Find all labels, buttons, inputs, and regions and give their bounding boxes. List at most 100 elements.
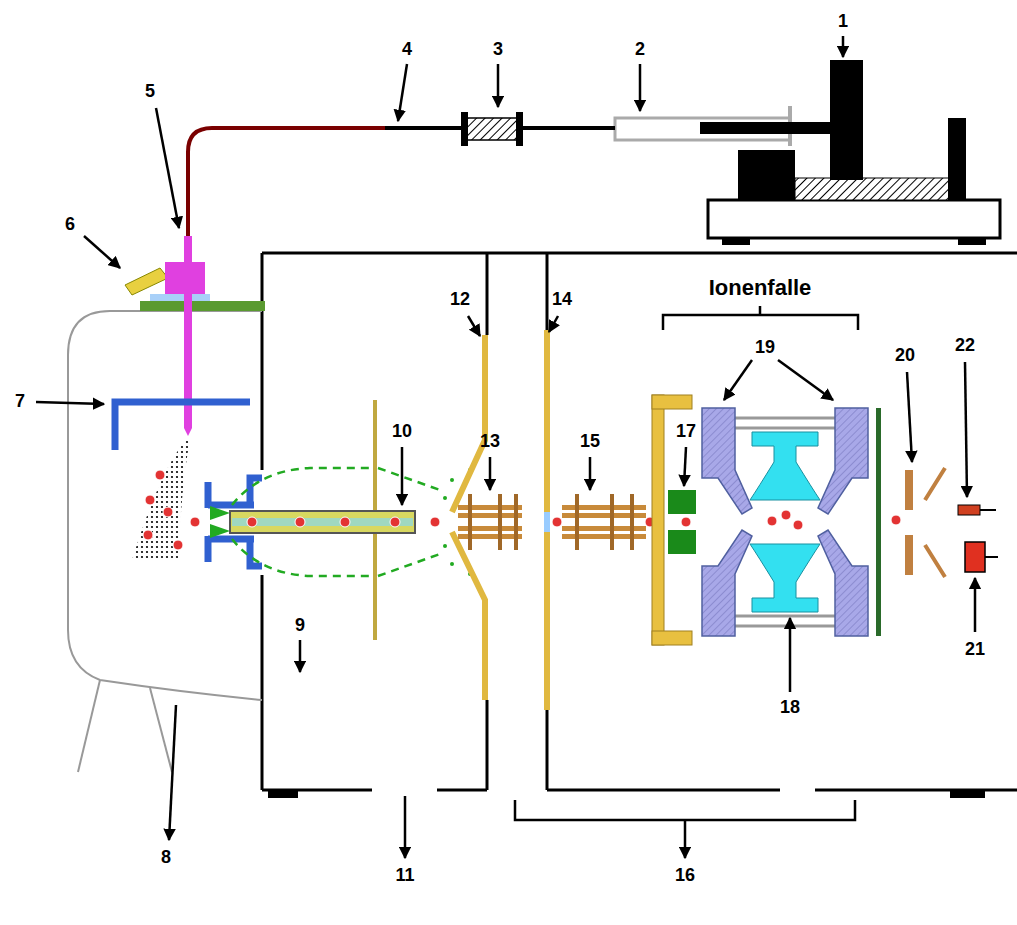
trap-rods: [735, 417, 835, 420]
dynode-element: [958, 505, 996, 515]
callout-number: 14: [552, 290, 572, 310]
gas-flow: [378, 468, 440, 490]
leader-arrow: [36, 36, 975, 858]
callout-number: 21: [965, 640, 985, 660]
spray-needle: [184, 236, 192, 436]
callout-number: 8: [161, 848, 171, 868]
gas-dots: [443, 544, 447, 548]
octopole: [458, 526, 522, 531]
end-cap: [818, 530, 868, 636]
entrance-cone: [210, 524, 230, 538]
vacuum-housing: [486, 700, 489, 790]
entrance-cone: [210, 506, 230, 520]
housing-feet: [268, 790, 985, 798]
leader-arrow: [549, 316, 558, 332]
conversion-dynode: [905, 470, 913, 510]
callout-number: 15: [580, 432, 600, 452]
syringe: [615, 60, 863, 180]
entrance-lens: [668, 530, 696, 554]
trapped-ions: [781, 510, 791, 520]
leader-arrow: [724, 360, 752, 400]
callout-number: 5: [145, 82, 155, 102]
trap-bracket: [663, 306, 858, 330]
skimmer: [452, 532, 485, 700]
octopole: [610, 494, 614, 550]
lens-plate: [544, 330, 550, 512]
housing-feet: [268, 790, 298, 798]
vacuum-housing: [815, 789, 1017, 792]
housing-feet: [950, 790, 985, 798]
entrance-cone: [210, 506, 230, 538]
leader-arrow: [404, 796, 407, 858]
gas-flow: [232, 539, 372, 576]
heated-capillary: [390, 517, 400, 527]
leader-arrow: [489, 457, 492, 490]
electron-multiplier: [965, 542, 998, 572]
trap-rods: [735, 418, 835, 626]
end-cap: [818, 408, 868, 514]
callout-number: 4: [402, 40, 412, 60]
gas-flow: [378, 554, 440, 576]
vacuum-housing: [546, 710, 549, 790]
callout-number: 9: [295, 616, 305, 636]
octopole: [514, 494, 518, 550]
octopole: [552, 494, 655, 550]
callout-number: 19: [755, 338, 775, 358]
capillary-tubing: [188, 128, 385, 236]
heated-capillary: [430, 517, 440, 527]
vacuum-housing: [486, 253, 489, 335]
leader-arrow: [684, 820, 687, 858]
spray-needle: [125, 268, 168, 295]
callout-number: 3: [493, 40, 503, 60]
syringe: [830, 60, 863, 180]
callout-number: 12: [450, 290, 470, 310]
syringe: [700, 122, 832, 134]
vacuum-housing: [546, 253, 549, 330]
leader-arrow: [589, 457, 592, 490]
entrance-lens: [668, 490, 696, 554]
callout-number: 22: [955, 336, 975, 356]
leader-arrow: [842, 36, 845, 57]
syringe-pump: [795, 178, 950, 200]
ion-source-housing: [150, 688, 172, 772]
octopole: [458, 494, 522, 550]
leader-arrow: [684, 447, 686, 486]
leader-arrow: [84, 236, 120, 268]
ion-source-housing: [78, 680, 100, 772]
syringe-pump: [722, 238, 750, 245]
spray-plume: [145, 495, 155, 505]
spray-plume: [132, 440, 190, 560]
lens-plate: [544, 330, 550, 710]
heated-capillary: [232, 518, 413, 526]
entrance-lens: [668, 490, 696, 514]
vacuum-housing: [437, 789, 487, 792]
leader-arrow: [965, 362, 967, 497]
leader-arrow: [639, 64, 642, 111]
octopole: [630, 494, 634, 550]
leader-arrow: [974, 578, 977, 632]
octopole: [458, 513, 522, 518]
exit-lens: [876, 408, 881, 636]
conversion-dynode: [905, 535, 913, 575]
heated-capillary: [230, 511, 440, 533]
gas-dots: [443, 496, 447, 500]
leader-arrow: [156, 108, 179, 228]
vacuum-housing: [261, 575, 264, 790]
gas-flow: [232, 468, 372, 505]
callout-number: 7: [15, 392, 25, 412]
trapped-ions: [793, 520, 803, 530]
ring-electrode: [750, 432, 820, 500]
syringe-pump: [708, 200, 1000, 238]
union-connector: [461, 112, 523, 146]
leader-arrow: [468, 316, 480, 336]
callout-number: 16: [675, 866, 695, 886]
trap-mount: [652, 395, 664, 645]
callout-number: 17: [676, 422, 696, 442]
trap-mount: [652, 395, 692, 409]
dynode-element: [980, 509, 996, 511]
trapped-ions: [767, 510, 803, 530]
leader-arrow: [401, 447, 404, 505]
spray-plume: [132, 440, 200, 560]
